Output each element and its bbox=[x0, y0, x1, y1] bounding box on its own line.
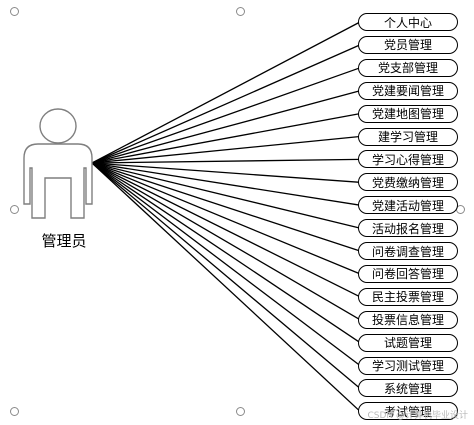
association-line bbox=[91, 162, 361, 229]
use-case-item: 考试管理 bbox=[358, 402, 458, 421]
use-case-item: 问卷调查管理 bbox=[358, 242, 458, 260]
association-line bbox=[91, 162, 361, 298]
use-case-item: 试题管理 bbox=[358, 333, 458, 352]
use-case-item: 党建地图管理 bbox=[358, 104, 458, 123]
use-case-item: 投票信息管理 bbox=[358, 310, 458, 329]
association-lines bbox=[91, 21, 361, 412]
use-case-item: 建学习管理 bbox=[358, 127, 458, 146]
actor-head bbox=[39, 108, 77, 144]
use-case-item: 问卷回答管理 bbox=[358, 264, 458, 283]
association-line bbox=[91, 44, 361, 164]
association-line bbox=[91, 162, 361, 344]
selection-handle-top-left[interactable] bbox=[10, 7, 19, 16]
actor-figure bbox=[23, 108, 93, 219]
actor-label: 管理员 bbox=[41, 232, 87, 250]
use-case-item: 个人中心 bbox=[358, 13, 458, 31]
association-line bbox=[91, 162, 361, 321]
use-case-item: 活动报名管理 bbox=[358, 219, 458, 238]
association-line bbox=[91, 162, 361, 206]
watermark: CSDN @计算机毕业设计 bbox=[367, 411, 468, 421]
use-case-item: 学习测试管理 bbox=[358, 356, 458, 375]
use-case-item: 民主投票管理 bbox=[358, 287, 458, 306]
association-line bbox=[91, 21, 361, 164]
association-line bbox=[91, 135, 361, 164]
association-line bbox=[91, 162, 361, 252]
use-case-item: 党建活动管理 bbox=[358, 196, 458, 215]
use-case-item: 党建要闻管理 bbox=[358, 81, 458, 100]
association-line bbox=[91, 162, 361, 367]
association-line bbox=[91, 158, 361, 164]
association-line bbox=[91, 90, 361, 164]
use-case-item: 系统管理 bbox=[358, 379, 458, 398]
association-line bbox=[91, 162, 361, 275]
actor-body bbox=[23, 143, 93, 219]
association-line bbox=[91, 67, 361, 164]
selection-handle-bottom-left[interactable] bbox=[10, 407, 19, 416]
use-case-item: 党员管理 bbox=[358, 35, 458, 54]
use-case-item: 学习心得管理 bbox=[358, 150, 458, 169]
use-case-item: 党费缴纳管理 bbox=[358, 173, 458, 192]
association-line bbox=[91, 112, 361, 164]
selection-handle-bottom-mid[interactable] bbox=[236, 407, 245, 416]
selection-handle-mid-left[interactable] bbox=[10, 205, 19, 214]
use-case-item: 党支部管理 bbox=[358, 58, 458, 77]
association-line bbox=[91, 162, 361, 412]
selection-handle-top-right[interactable] bbox=[236, 7, 245, 16]
association-line bbox=[91, 162, 361, 389]
association-line bbox=[91, 162, 361, 183]
